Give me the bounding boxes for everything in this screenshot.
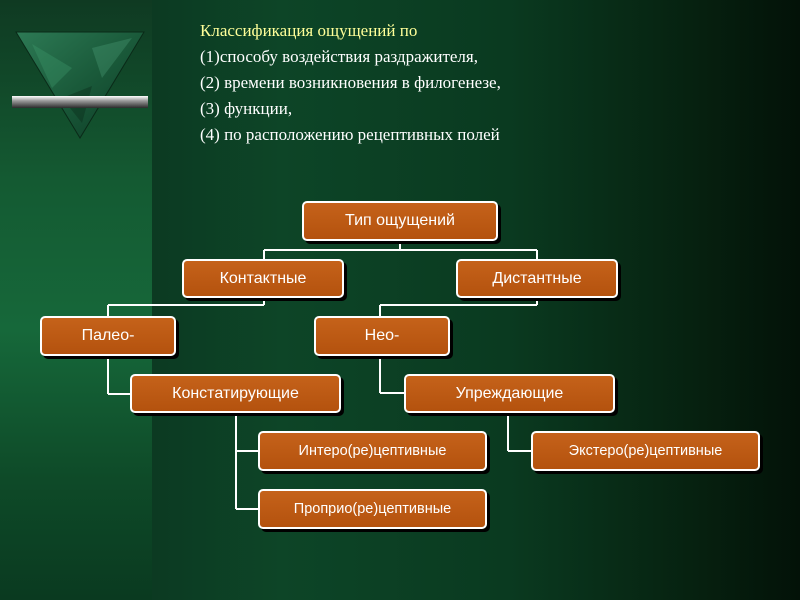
node-extero: Экстеро(ре)цептивные [531,431,760,471]
heading-title: Классификация ощущений по [200,21,418,40]
node-neo: Нео- [314,316,450,356]
slide-heading: Классификация ощущений по (1)способу воз… [200,18,760,148]
node-root: Тип ощущений [302,201,498,241]
node-distant: Дистантные [456,259,618,298]
node-intero: Интеро(ре)цептивные [258,431,487,471]
node-anticipating: Упреждающие [404,374,615,413]
heading-item-1: (1)способу воздействия раздражителя, [200,47,478,66]
green-marble-triangle-icon [12,31,148,139]
node-contact: Контактные [182,259,344,298]
heading-item-3: (3) функции, [200,99,293,118]
node-proprio: Проприо(ре)цептивные [258,489,487,529]
heading-item-4: (4) по расположению рецептивных полей [200,125,500,144]
heading-item-2: (2) времени возникновения в филогенезе, [200,73,501,92]
node-constating: Констатирующие [130,374,341,413]
node-paleo: Палео- [40,316,176,356]
